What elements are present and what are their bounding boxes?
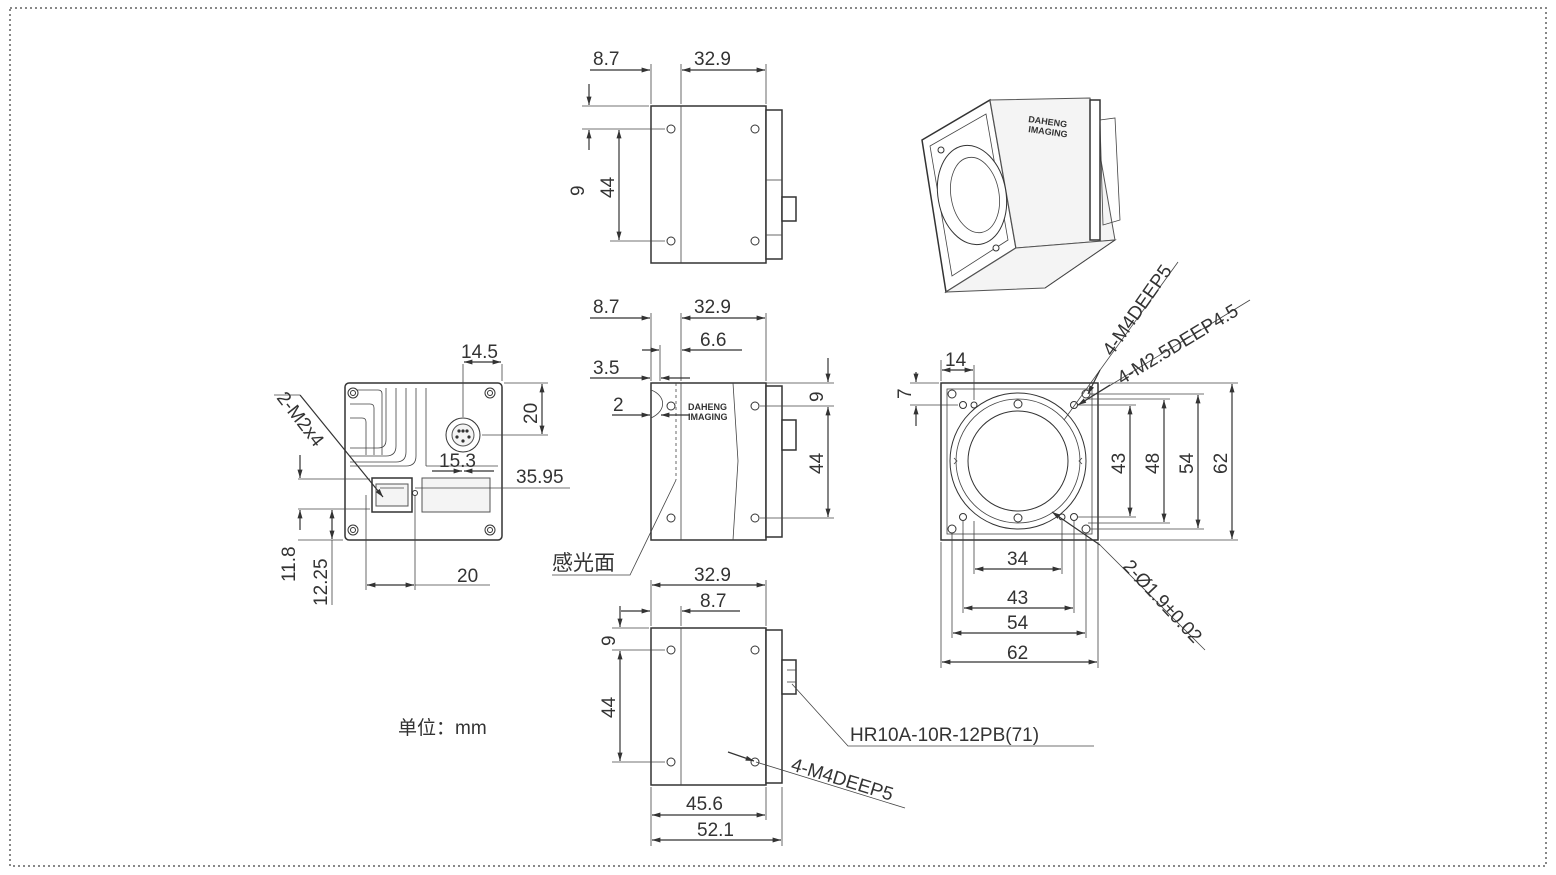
unit-note: 单位：mm xyxy=(398,717,487,739)
bottom-dim-9: 9 xyxy=(599,635,620,646)
back-dim-11-8: 11.8 xyxy=(279,546,300,582)
side-dim-9: 9 xyxy=(807,391,828,402)
front-dim-14: 14 xyxy=(945,350,967,371)
mount-hole xyxy=(750,236,760,246)
front-dim-34: 34 xyxy=(1007,549,1029,570)
front-dim-48: 48 xyxy=(1143,453,1164,474)
side-dim-8-7: 8.7 xyxy=(593,297,619,318)
back-dim-20: 20 xyxy=(521,403,542,424)
side-dim-3-5: 3.5 xyxy=(593,358,619,379)
top-dim-32-9: 32.9 xyxy=(694,49,731,70)
bottom-dim-44: 44 xyxy=(599,696,620,718)
back-dim-12-25: 12.25 xyxy=(311,558,332,606)
mount-hole xyxy=(666,236,676,246)
front-dim-43-bottom: 43 xyxy=(1007,588,1028,609)
side-view: DAHENG IMAGING 8.7 32.9 6.6 3.5 2 9 44 感… xyxy=(552,297,834,576)
bottom-dim-8-7: 8.7 xyxy=(700,591,726,612)
drawing-frame xyxy=(9,7,1547,867)
back-dim-20-bottom: 20 xyxy=(457,566,478,587)
front-thread-label-pin: 2-Ø1.9±0.02 xyxy=(1118,556,1205,647)
front-dim-54-right: 54 xyxy=(1177,452,1198,474)
isometric-view: DAHENG IMAGING xyxy=(921,97,1121,294)
top-dim-9: 9 xyxy=(568,185,589,196)
back-dim-14-5: 14.5 xyxy=(461,342,498,363)
side-dim-2: 2 xyxy=(613,395,624,416)
sensor-plane-label: 感光面 xyxy=(552,551,615,575)
brand-logo-line2: IMAGING xyxy=(688,412,728,422)
side-dim-6-6: 6.6 xyxy=(700,330,726,351)
front-dim-62-bottom: 62 xyxy=(1007,643,1028,664)
lens-mount-opening xyxy=(967,410,1069,512)
back-view: 14.5 20 15.3 35.95 11.8 12.25 20 2-M2x4 xyxy=(272,342,570,606)
bottom-dim-45-6: 45.6 xyxy=(686,794,723,815)
front-dim-62-right: 62 xyxy=(1211,453,1232,474)
back-dim-35-95: 35.95 xyxy=(516,467,564,488)
side-dim-32-9: 32.9 xyxy=(694,297,731,318)
bottom-dim-32-9: 32.9 xyxy=(694,565,731,586)
connector-label: HR10A-10R-12PB(71) xyxy=(850,725,1039,746)
side-dim-44: 44 xyxy=(807,452,828,474)
front-dim-7: 7 xyxy=(895,388,916,399)
back-view-body xyxy=(344,382,503,541)
bottom-dim-52-1: 52.1 xyxy=(697,820,734,841)
top-dim-44: 44 xyxy=(598,176,619,198)
back-dim-15-3: 15.3 xyxy=(439,451,476,472)
bottom-thread-label: 4-M4DEEP5 xyxy=(789,755,896,806)
mount-hole xyxy=(666,124,676,134)
mount-hole xyxy=(750,124,760,134)
top-dim-8-7: 8.7 xyxy=(593,49,619,70)
front-dim-54-bottom: 54 xyxy=(1007,613,1029,634)
brand-logo-line1: DAHENG xyxy=(688,402,727,412)
front-view: 14 7 43 48 54 62 34 43 54 xyxy=(895,261,1251,668)
front-dim-43-right: 43 xyxy=(1109,453,1130,474)
top-view: 8.7 32.9 9 44 xyxy=(568,49,797,264)
